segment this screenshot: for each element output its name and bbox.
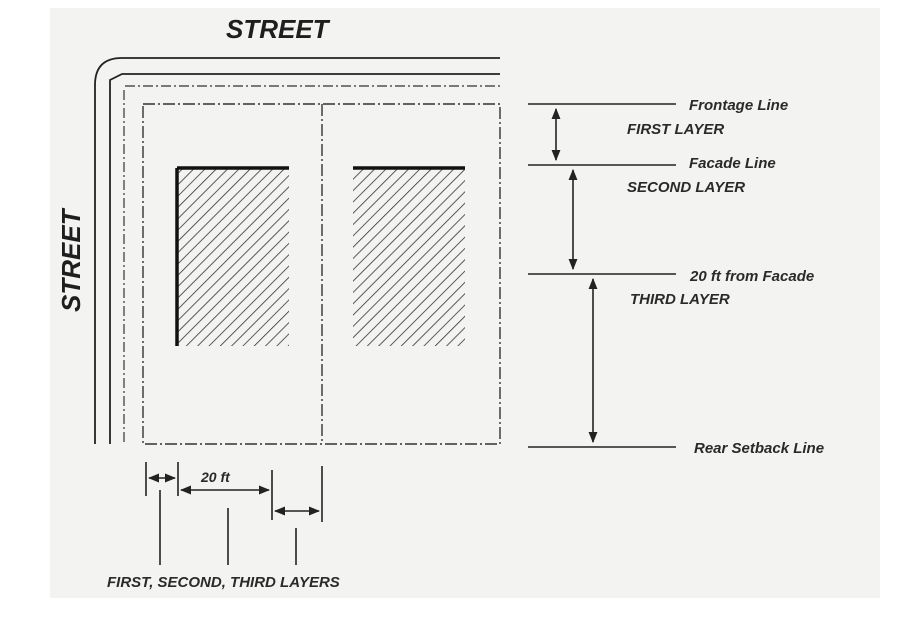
lot-outline	[142, 103, 501, 445]
twenty-ft-from-facade-label: 20 ft from Facade	[689, 268, 814, 285]
street-curbs	[94, 57, 500, 444]
facade-line-label: Facade Line	[689, 155, 776, 172]
second-layer-label: SECOND LAYER	[627, 179, 745, 196]
right-of-way-lines	[123, 85, 500, 444]
rear-setback-line-label: Rear Setback Line	[694, 440, 824, 457]
building-right	[353, 166, 465, 346]
first-layer-label: FIRST LAYER	[627, 121, 724, 138]
bottom-dimensions	[145, 462, 323, 565]
frontage-line-label: Frontage Line	[689, 97, 788, 114]
street-label-left: STREET	[56, 207, 86, 312]
building-left	[175, 166, 289, 346]
street-label-top: STREET	[226, 14, 331, 44]
third-layer-label: THIRD LAYER	[630, 291, 730, 308]
level-arrows	[551, 107, 598, 444]
twenty-ft-dimension-label: 20 ft	[200, 469, 231, 485]
layers-caption: FIRST, SECOND, THIRD LAYERS	[107, 574, 340, 591]
level-lines	[528, 103, 676, 448]
